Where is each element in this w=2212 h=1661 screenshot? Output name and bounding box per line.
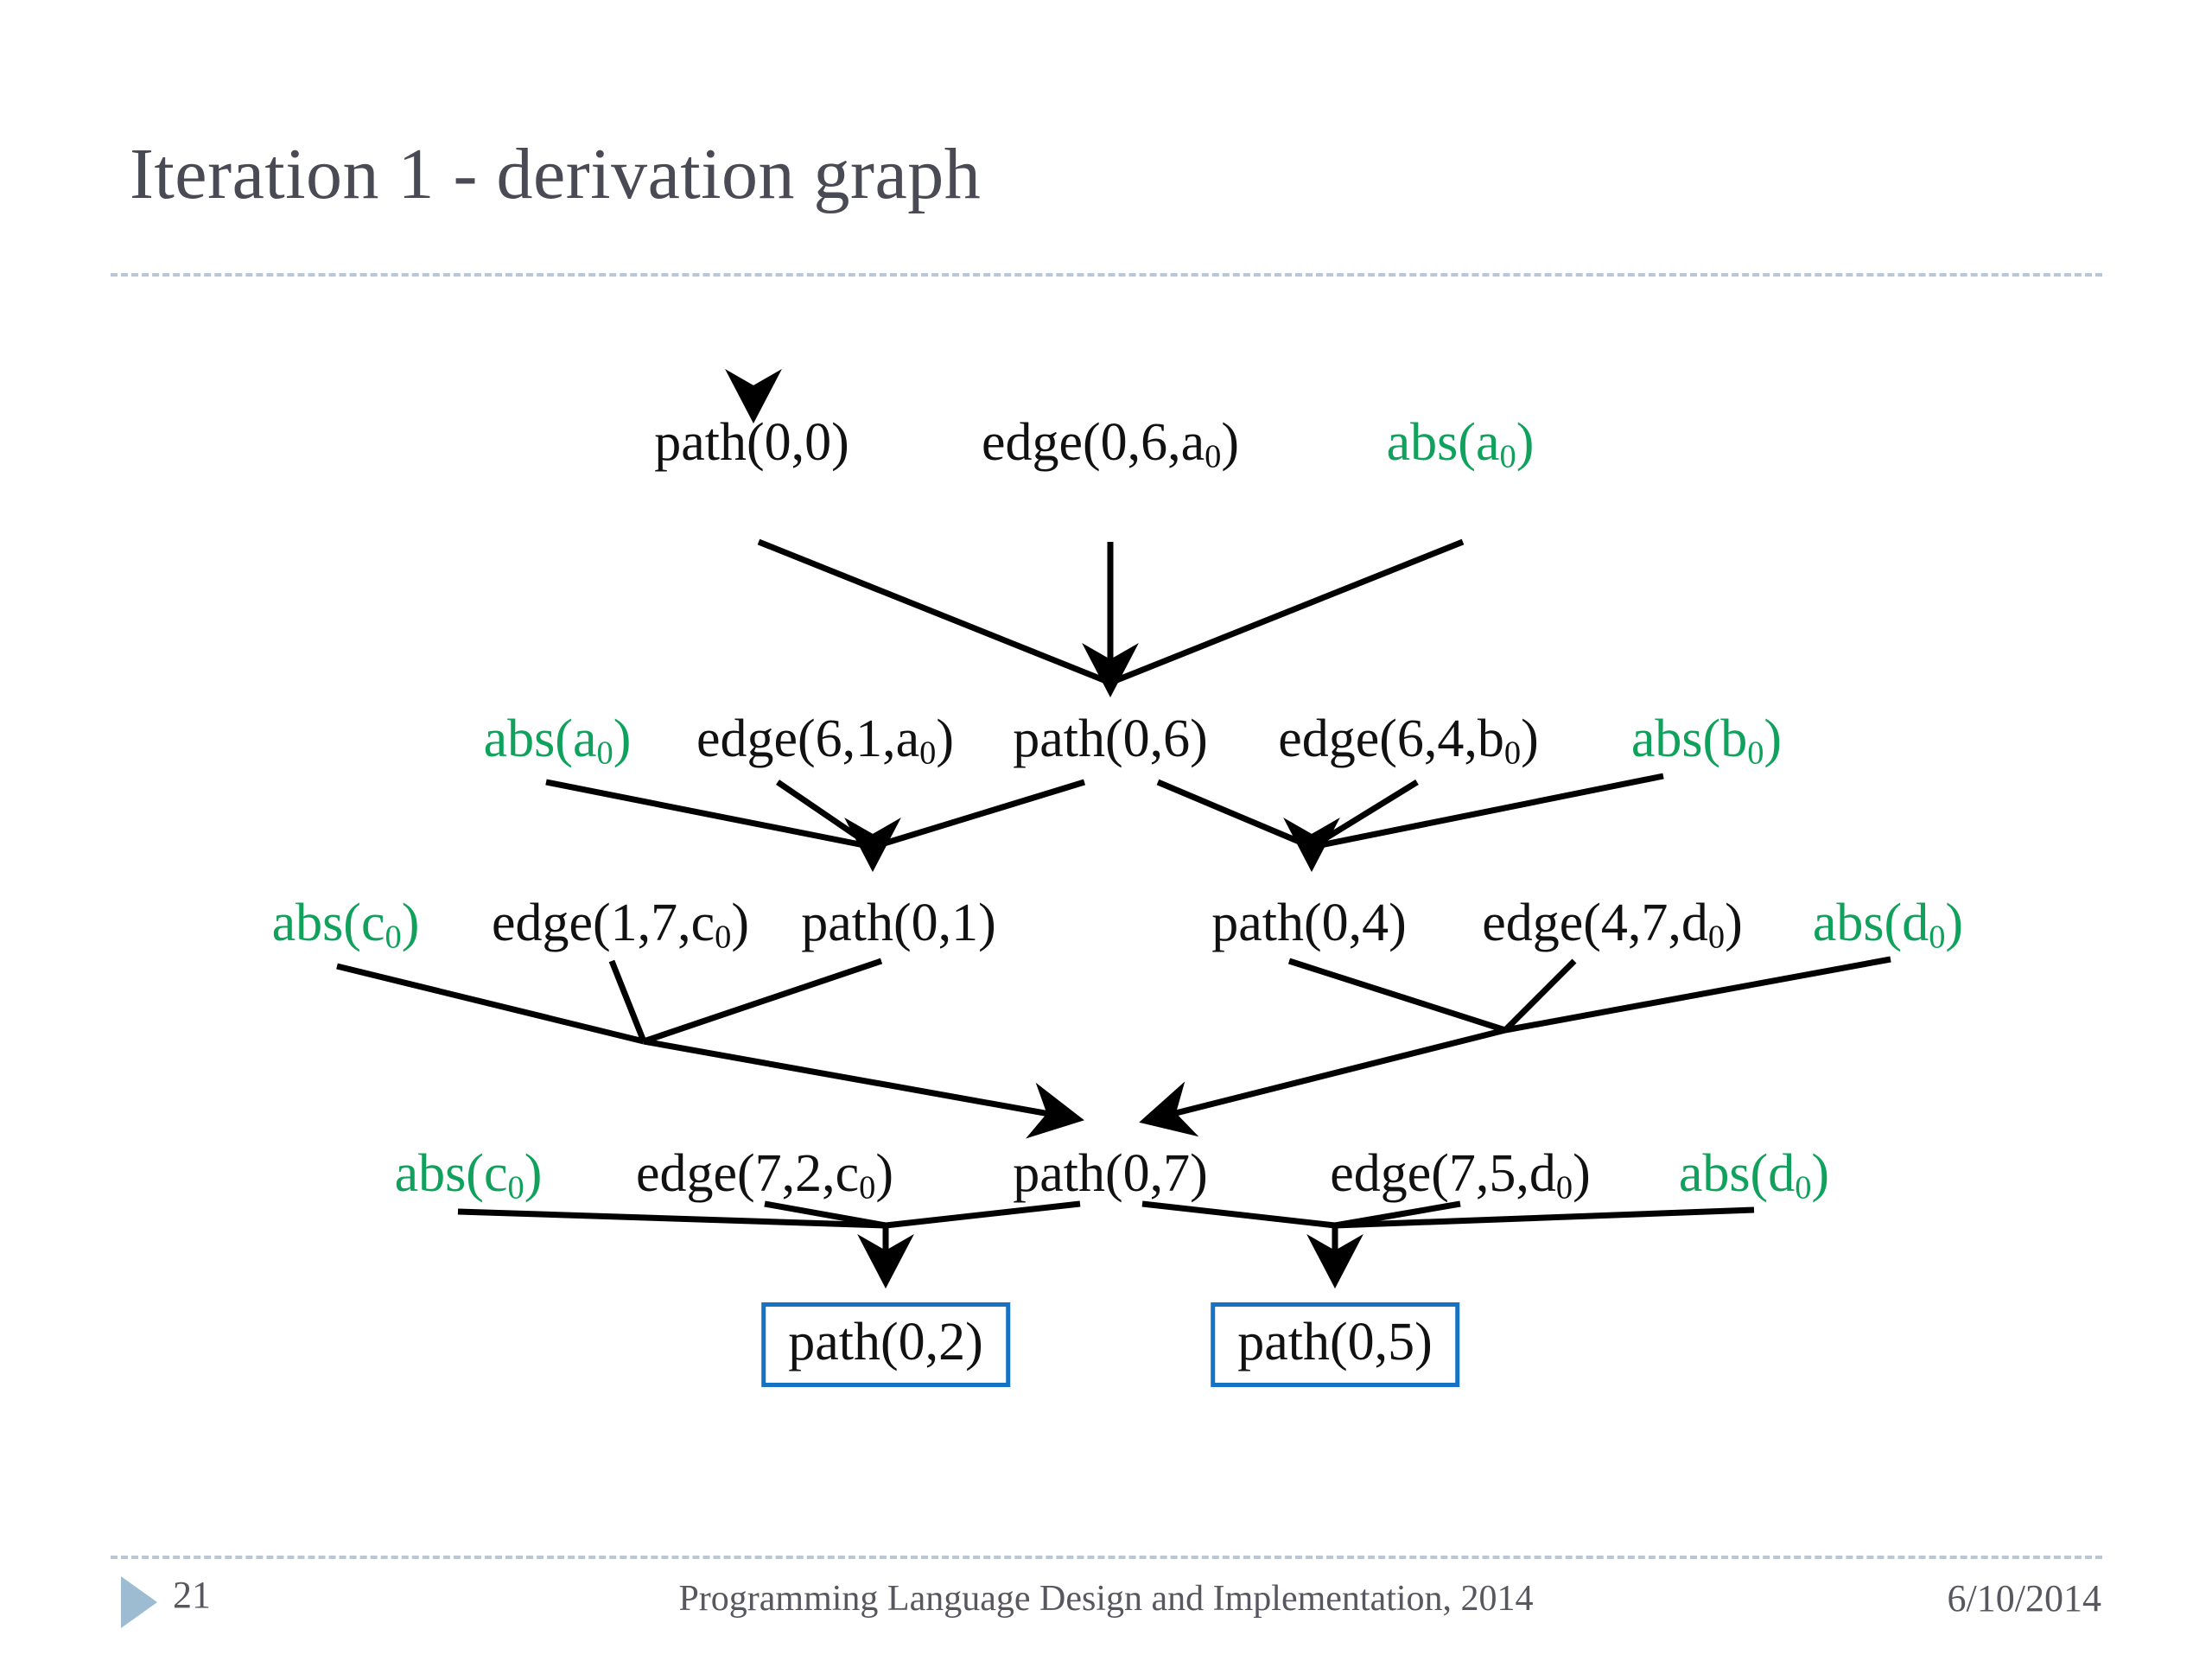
graph-node-abs-c0-l3[interactable]: abs(c0) <box>271 894 420 956</box>
node-subscript: 0 <box>1795 1169 1812 1206</box>
edge-l2b-mid <box>1310 780 1419 850</box>
node-subscript: 0 <box>1929 919 1946 956</box>
node-label: edge(4,7,d <box>1482 894 1708 952</box>
edge-l1-left <box>757 538 1112 686</box>
edge-l4a-mid <box>764 1200 887 1229</box>
edge-l4b-mid <box>1334 1200 1461 1229</box>
graph-node-edge-6-1-a0[interactable]: edge(6,1,a0) <box>696 710 955 772</box>
graph-node-path-0-4[interactable]: path(0,4) <box>1211 896 1407 950</box>
node-subscript: 0 <box>1205 438 1222 475</box>
graph-node-edge-1-7-c0[interactable]: edge(1,7,c0) <box>491 894 750 956</box>
edge-l1-right <box>1109 538 1465 686</box>
node-subscript: 0 <box>1747 735 1764 772</box>
graph-node-abs-a0-l2[interactable]: abs(a0) <box>483 710 632 772</box>
node-label: abs(a <box>483 710 597 768</box>
edge-l3a-left <box>336 963 645 1045</box>
result-box-path-0-5[interactable]: path(0,5) <box>1211 1302 1459 1387</box>
node-subscript: 0 <box>919 735 937 772</box>
edge-l2b-left <box>1156 779 1313 850</box>
edge-l2b-right <box>1311 773 1664 850</box>
node-subscript: 0 <box>1707 919 1726 956</box>
footer-divider <box>111 1556 2102 1559</box>
graph-node-edge-0-6-a0[interactable]: edge(0,6,a0) <box>981 413 1240 475</box>
node-label: abs(d <box>1678 1144 1796 1203</box>
node-label: abs(a <box>1386 413 1500 472</box>
node-label: edge(7,2,c <box>635 1144 860 1203</box>
edge-l4b-left <box>1141 1200 1336 1229</box>
graph-node-abs-c0-l4[interactable]: abs(c0) <box>394 1144 543 1206</box>
graph-node-path-0-6[interactable]: path(0,6) <box>1013 712 1208 766</box>
edge-l3b-arrow <box>1139 1027 1506 1137</box>
node-subscript: 0 <box>1555 1169 1573 1206</box>
edge-l2a-left <box>545 779 874 850</box>
node-subscript: 0 <box>385 919 402 956</box>
page-title: Iteration 1 - derivation graph <box>130 134 982 214</box>
edge-l3b-left <box>1287 958 1507 1034</box>
title-divider <box>111 273 2102 277</box>
graph-node-edge-4-7-d0[interactable]: edge(4,7,d0) <box>1482 894 1743 956</box>
graph-node-abs-b0[interactable]: abs(b0) <box>1630 710 1783 772</box>
edge-l3b-right <box>1504 956 1891 1034</box>
node-subscript: 0 <box>1503 735 1522 772</box>
footer-center-text: Programming Language Design and Implemen… <box>678 1579 1534 1619</box>
node-label: edge(0,6,a <box>981 413 1205 472</box>
node-label: edge(1,7,c <box>491 894 715 952</box>
graph-node-path-0-7[interactable]: path(0,7) <box>1013 1147 1208 1200</box>
node-subscript: 0 <box>859 1169 876 1206</box>
node-label: path(0,6) <box>1013 710 1208 768</box>
graph-node-path-0-0[interactable]: path(0,0) <box>654 416 849 469</box>
edge-l3a-right <box>642 958 883 1045</box>
graph-node-path-0-1[interactable]: path(0,1) <box>801 896 996 950</box>
edge-l3b-mid <box>1503 958 1577 1033</box>
node-subscript: 0 <box>596 735 613 772</box>
result-box-path-0-2[interactable]: path(0,2) <box>761 1302 1010 1387</box>
graph-node-abs-a0-l1[interactable]: abs(a0) <box>1386 413 1535 475</box>
edge-l4b-right <box>1334 1206 1755 1229</box>
graph-node-edge-6-4-b0[interactable]: edge(6,4,b0) <box>1278 710 1539 772</box>
node-label: abs(d <box>1812 894 1929 952</box>
node-label: edge(6,4,b <box>1278 710 1504 768</box>
edge-l3a-arrow <box>643 1038 1084 1139</box>
edge-l2a-right <box>871 779 1086 850</box>
edge-l4a-right <box>885 1200 1081 1229</box>
graph-node-abs-d0-l3[interactable]: abs(d0) <box>1812 894 1964 956</box>
node-label: abs(b <box>1630 710 1748 768</box>
node-label: path(0,7) <box>1013 1144 1208 1203</box>
node-label: path(0,4) <box>1211 894 1407 952</box>
slide-number: 21 <box>173 1574 211 1616</box>
node-label: abs(c <box>394 1144 508 1203</box>
result-label: path(0,5) <box>1237 1313 1433 1371</box>
graph-node-edge-7-5-d0[interactable]: edge(7,5,d0) <box>1330 1144 1591 1206</box>
node-subscript: 0 <box>1499 438 1516 475</box>
node-label: path(0,1) <box>801 894 996 952</box>
graph-node-edge-7-2-c0[interactable]: edge(7,2,c0) <box>635 1144 894 1206</box>
node-label: abs(c <box>271 894 385 952</box>
footer: 21 Programming Language Design and Imple… <box>0 1566 2212 1661</box>
node-label: path(0,0) <box>654 413 849 472</box>
footer-date: 6/10/2014 <box>1947 1577 2101 1620</box>
node-label: edge(7,5,d <box>1330 1144 1556 1203</box>
node-label: edge(6,1,a <box>696 710 920 768</box>
result-label: path(0,2) <box>788 1313 983 1371</box>
edge-l4a-left <box>457 1208 887 1229</box>
triangle-right-icon <box>121 1576 157 1628</box>
node-subscript: 0 <box>715 919 732 956</box>
graph-node-abs-d0-l4[interactable]: abs(d0) <box>1678 1144 1830 1206</box>
node-subscript: 0 <box>507 1169 524 1206</box>
edge-l3a-mid <box>608 959 647 1043</box>
edge-l2a-mid <box>776 780 874 850</box>
